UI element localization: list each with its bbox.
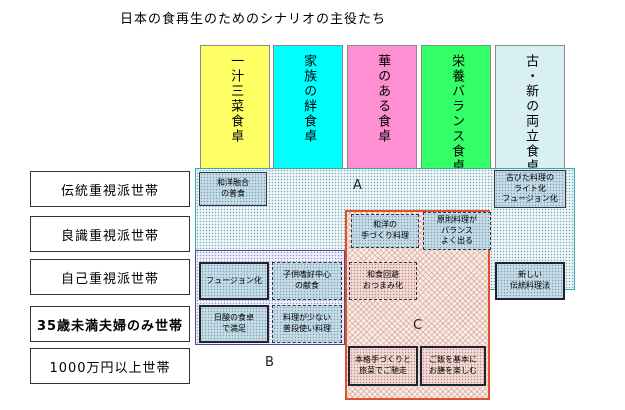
- scenario-box: 原則料理が バランス よく出る: [423, 212, 491, 250]
- region-b-label: B: [265, 355, 274, 370]
- scenario-box: 子供嗜好中心 の献食: [272, 262, 342, 300]
- row-label-sensible: 良識重視派世帯: [30, 216, 190, 252]
- scenario-box: フュージョン化: [199, 262, 269, 300]
- row-label-high-income: 1000万円以上世帯: [30, 348, 190, 384]
- column-header-label: 栄養バランス食卓: [449, 54, 465, 174]
- column-header-label: 華のある食卓: [375, 54, 391, 144]
- column-header-label: 家族の絆食卓: [301, 54, 317, 144]
- column-header-family-bond: 家族の絆食卓: [273, 45, 343, 169]
- scenario-box: ご飯を基本に お膳を楽しむ: [420, 346, 486, 386]
- column-header-label: 一汁三菜食卓: [228, 54, 244, 144]
- row-label-self-oriented: 自己重視派世帯: [30, 259, 190, 295]
- column-header-gorgeous: 華のある食卓: [347, 45, 417, 169]
- row-label-young-couples: 35歳未満夫婦のみ世帯: [30, 306, 190, 342]
- row-label-traditional: 伝統重視派世帯: [30, 171, 190, 207]
- region-a-label: A: [353, 178, 362, 193]
- scenario-box: 和洋の 手づくり料理: [351, 214, 419, 248]
- scenario-box: 古びた料理の ライト化 フュージョン化: [494, 170, 566, 208]
- scenario-box: 和洋融合 の普食: [199, 172, 267, 206]
- column-header-old-new: 古・新の両立食卓: [495, 45, 565, 174]
- column-header-nutrition-balance: 栄養バランス食卓: [421, 45, 491, 174]
- diagram-title: 日本の食再生のためのシナリオの主役たち: [120, 12, 387, 27]
- column-header-label: 古・新の両立食卓: [523, 54, 539, 174]
- region-c-label: C: [413, 318, 423, 333]
- column-header-ichiju-sansai: 一汁三菜食卓: [200, 45, 270, 169]
- scenario-box: 和食回避 おつまみ化: [349, 262, 417, 300]
- scenario-box: 日酸の食卓 で満足: [199, 305, 269, 343]
- scenario-box: 料理が少ない 普段使い料理: [272, 305, 342, 343]
- scenario-box: 本格手づくりと 旅菜でご馳走: [348, 346, 418, 386]
- scenario-box: 新しい 伝統料理法: [495, 262, 565, 300]
